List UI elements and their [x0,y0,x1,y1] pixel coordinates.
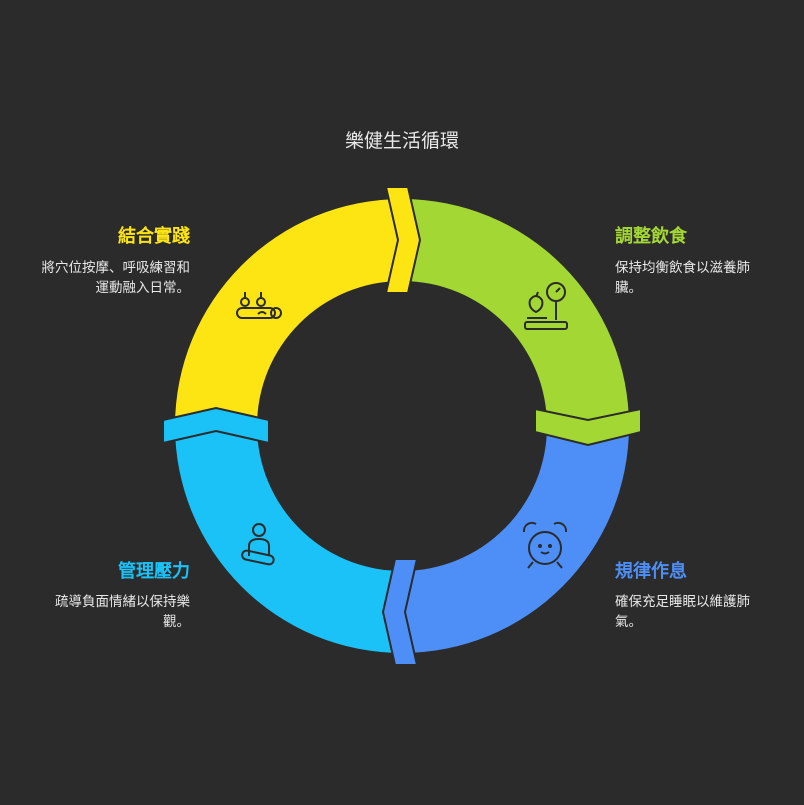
step-desc-practice: 將穴位按摩、呼吸練習和運動融入日常。 [30,258,190,298]
segment-green [402,199,629,426]
step-heading-diet: 調整飲食 [615,222,687,248]
step-desc-diet: 保持均衡飲食以滋養肺臟。 [615,258,770,298]
step-heading-practice: 結合實踐 [118,222,190,248]
step-desc-stress: 疏導負面情緒以保持樂觀。 [35,592,190,632]
step-heading-routine: 規律作息 [615,557,687,583]
segment-blue [402,426,629,653]
segment-cyan [175,426,402,653]
step-heading-stress: 管理壓力 [118,557,190,583]
step-desc-routine: 確保充足睡眠以維護肺氣。 [615,592,770,632]
segment-yellow [175,199,402,426]
